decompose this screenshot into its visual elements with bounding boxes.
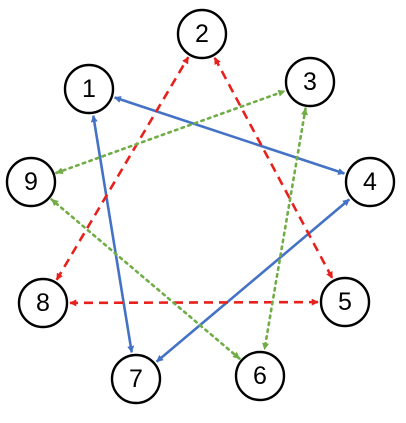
node-3-circle — [284, 56, 336, 108]
nodes-layer: 1 2 3 4 5 6 7 8 — [5, 8, 396, 405]
node-8-circle — [17, 277, 69, 329]
node-3-label: 3 — [303, 68, 317, 96]
edge-4-7 — [155, 198, 351, 363]
node-3: 3 — [284, 56, 336, 108]
edge-9-3 — [55, 89, 286, 175]
node-1-label: 1 — [82, 75, 96, 103]
node-9-label: 9 — [24, 168, 38, 196]
node-8-label: 8 — [36, 289, 50, 317]
node-7: 7 — [110, 353, 162, 405]
node-9-circle — [5, 156, 57, 208]
node-5-label: 5 — [338, 288, 352, 316]
node-6-circle — [234, 350, 286, 402]
node-1: 1 — [63, 63, 115, 115]
node-8: 8 — [17, 277, 69, 329]
node-4: 4 — [344, 156, 396, 208]
edge-1-4 — [113, 96, 346, 175]
edge-3-6 — [262, 107, 308, 351]
node-6-label: 6 — [253, 362, 267, 390]
edge-6-9 — [50, 198, 241, 360]
node-2-circle — [176, 8, 228, 60]
node-4-label: 4 — [363, 168, 377, 196]
node-7-circle — [110, 353, 162, 405]
node-5-circle — [319, 276, 371, 328]
node-2-label: 2 — [195, 20, 209, 48]
edge-7-1 — [90, 115, 135, 353]
node-5: 5 — [319, 276, 371, 328]
node-6: 6 — [234, 350, 286, 402]
node-4-circle — [344, 156, 396, 208]
node-2: 2 — [176, 8, 228, 60]
edge-5-8 — [69, 298, 319, 307]
node-9: 9 — [5, 156, 57, 208]
node-7-label: 7 — [129, 365, 143, 393]
edges-layer — [50, 56, 351, 363]
node-1-circle — [63, 63, 115, 115]
